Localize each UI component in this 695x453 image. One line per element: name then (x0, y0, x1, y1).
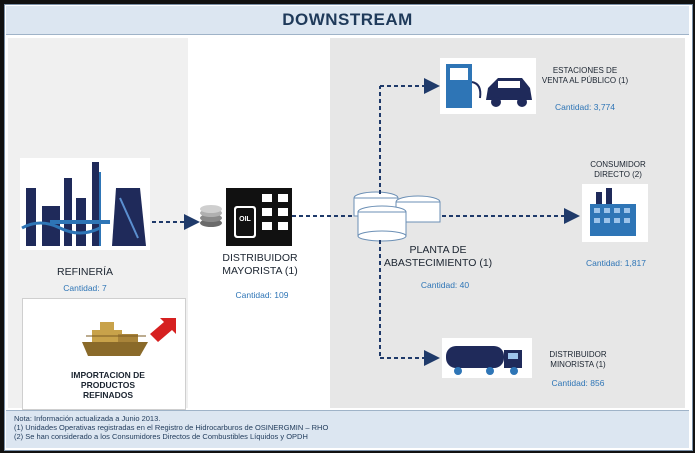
import-arrow-icon (150, 318, 176, 342)
distribuidor-mayorista-count: Cantidad: 109 (235, 290, 289, 300)
estaciones-label: ESTACIONES DE VENTA AL PÚBLICO (1) (541, 66, 629, 85)
ship-icon (82, 322, 148, 356)
note-line-1: Nota: Información actualizada a Junio 20… (14, 414, 161, 423)
oil-building-icon (226, 188, 292, 246)
tanker-truck-icon (442, 338, 532, 378)
consumidor-count: Cantidad: 1,817 (585, 258, 647, 268)
refineria-count: Cantidad: 7 (63, 283, 107, 293)
distribuidor-mayorista-label: DISTRIBUIDOR MAYORISTA (1) (222, 252, 298, 277)
minorista-count: Cantidad: 856 (551, 378, 605, 388)
factory-building-icon (582, 184, 648, 242)
diagram-title: DOWNSTREAM (6, 6, 689, 35)
planta-count: Cantidad: 40 (420, 280, 470, 290)
estaciones-count: Cantidad: 3,774 (554, 102, 616, 112)
note-line-3: (2) Se han considerado a los Consumidore… (14, 432, 308, 441)
planta-label: PLANTA DE ABASTECIMIENTO (1) (383, 244, 493, 269)
storage-tanks-icon (353, 191, 441, 242)
minorista-label: DISTRIBUIDOR MINORISTA (1) (549, 350, 607, 369)
coins-icon (200, 205, 222, 227)
oil-drum-text: OIL (239, 216, 251, 223)
gas-station-icon (440, 58, 536, 114)
notes-panel: Nota: Información actualizada a Junio 20… (6, 410, 689, 448)
importacion-label: IMPORTACION DE PRODUCTOS REFINADOS (71, 370, 145, 400)
consumidor-label: CONSUMIDOR DIRECTO (2) (590, 160, 646, 179)
note-line-2: (1) Unidades Operativas registradas en e… (14, 423, 329, 432)
refineria-label: REFINERÍA (56, 266, 113, 278)
refinery-icon (20, 158, 150, 250)
